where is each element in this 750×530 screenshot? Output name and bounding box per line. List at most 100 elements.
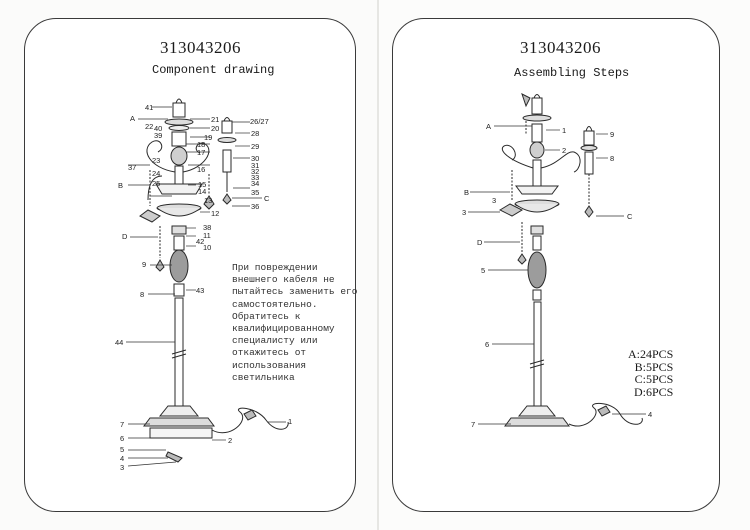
- callout: 8: [140, 290, 144, 299]
- main-pole: [533, 301, 542, 407]
- warning-text: При повреждении внешнего кабеля не пытай…: [232, 262, 358, 384]
- callout: B: [464, 188, 469, 197]
- callout: 26/27: [250, 117, 269, 126]
- right-arm: [540, 151, 581, 173]
- top-candle: [531, 97, 543, 115]
- count-c: C:5PCS: [634, 372, 674, 386]
- callout: 14: [198, 187, 206, 196]
- top-sleeve: [171, 131, 187, 147]
- power-cable: [568, 403, 643, 427]
- column-neck: [173, 235, 185, 251]
- left-product-code: 313043206: [160, 38, 241, 57]
- collar: [515, 185, 559, 195]
- assembling-steps-panel: [392, 18, 720, 512]
- callout: 28: [251, 129, 259, 138]
- count-b: B:5PCS: [634, 359, 674, 374]
- urn-base: [173, 283, 185, 297]
- left-arm: [501, 144, 534, 169]
- callout: 22: [145, 122, 153, 131]
- warning-line: квалифицированному: [232, 323, 335, 335]
- top-cup: [168, 125, 190, 131]
- callout: 8: [610, 154, 614, 163]
- top-flame: [533, 94, 541, 99]
- warning-line: использования: [232, 359, 307, 371]
- bulb-socket: [221, 120, 233, 134]
- right-subtitle: Assembling Steps: [514, 66, 630, 80]
- power-cable: [211, 407, 289, 434]
- callout: 2: [562, 146, 566, 155]
- callout: C: [264, 194, 270, 203]
- decor-urn: [169, 249, 189, 283]
- callout: 3: [120, 463, 124, 472]
- warning-line: внешнего кабеля не: [232, 274, 335, 286]
- callout: 41: [145, 103, 153, 112]
- collar: [155, 183, 203, 195]
- callout: C: [627, 212, 633, 221]
- callout: 7: [471, 420, 475, 429]
- callout: 1: [562, 126, 566, 135]
- right-product-code: 313043206: [520, 38, 601, 57]
- warning-line: откажитесь от: [232, 347, 307, 359]
- callout: 15: [198, 180, 206, 189]
- warning-line: пытайтесь заменить его: [232, 286, 358, 298]
- bulb-sleeve: [584, 151, 594, 175]
- count-a: A:24PCS: [628, 347, 674, 361]
- bulb-bobeche: [217, 137, 237, 143]
- base-plate: [149, 427, 213, 439]
- pendant-c: [203, 195, 215, 210]
- callout: 4: [120, 454, 124, 463]
- callout: 19: [204, 133, 212, 142]
- left-leader-lines: [126, 106, 286, 467]
- callout: 33: [251, 173, 259, 182]
- base-collar: [517, 405, 557, 417]
- callout: D: [477, 238, 483, 247]
- callout: 7: [120, 420, 124, 429]
- top-bobeche: [522, 114, 552, 122]
- pendant-d: [155, 258, 165, 272]
- callout: 12: [211, 209, 219, 218]
- column-neck: [532, 235, 542, 251]
- bulb-bobeche: [580, 145, 598, 151]
- callout: 23: [152, 156, 160, 165]
- bulb-pendant: [222, 193, 232, 205]
- callout: 43: [196, 286, 204, 295]
- bulb-sleeve: [222, 149, 232, 173]
- callout: 38: [203, 223, 211, 232]
- callout: A: [486, 122, 491, 131]
- callout: 11: [203, 231, 211, 240]
- leaf-ornament: [139, 209, 161, 223]
- callout: 5: [481, 266, 485, 275]
- callout: 18: [197, 140, 205, 149]
- callout: 39: [154, 131, 162, 140]
- callout: 6: [120, 434, 124, 443]
- foot-switch: [243, 409, 257, 421]
- bulb-flame: [585, 126, 593, 132]
- glass-ball: [170, 146, 188, 166]
- base-collar: [158, 405, 200, 417]
- callout: 35: [251, 188, 259, 197]
- left-arm: [146, 140, 176, 173]
- assembled-lamp: [498, 93, 643, 427]
- leaf-ornament: [498, 203, 524, 217]
- left-subtitle: Component drawing: [152, 63, 275, 77]
- callout: 34: [251, 179, 259, 188]
- base-top: [143, 417, 215, 427]
- top-sleeve: [531, 123, 543, 143]
- callout: 2: [228, 436, 232, 445]
- callout: 10: [203, 243, 211, 252]
- center-stem: [174, 165, 184, 185]
- screw-part: [165, 451, 183, 463]
- callout: 24: [152, 169, 160, 178]
- callout: 3: [492, 196, 496, 205]
- urn-base: [532, 289, 542, 301]
- callout: 9: [610, 130, 614, 139]
- bulb: [223, 117, 231, 122]
- warning-line: светильника: [232, 371, 295, 383]
- top-bobeche: [164, 118, 194, 126]
- callout: 20: [211, 124, 219, 133]
- component-drawing: [139, 98, 289, 463]
- callout: 30: [251, 154, 259, 163]
- column-cap: [171, 225, 187, 235]
- top-candle: [172, 102, 186, 118]
- page-fold: [377, 0, 379, 530]
